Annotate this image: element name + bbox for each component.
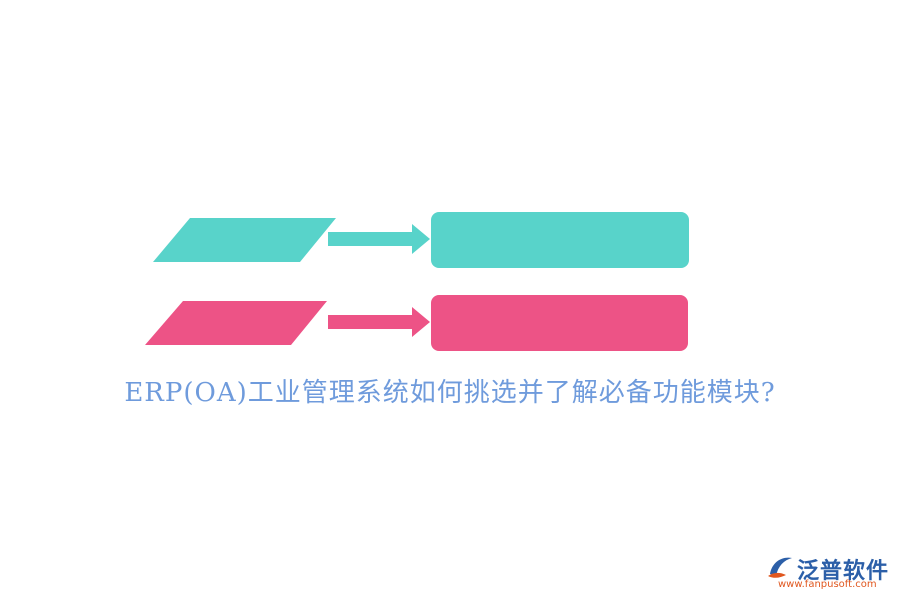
row-1-arrow bbox=[328, 224, 430, 254]
brand-url: www.fanpusoft.com bbox=[778, 579, 877, 590]
row-2-rounded-box bbox=[431, 295, 688, 351]
page-title: ERP(OA)工业管理系统如何挑选并了解必备功能模块? bbox=[124, 378, 776, 408]
fanpu-logo-icon bbox=[768, 557, 792, 578]
brand-name: 泛普软件 bbox=[797, 559, 890, 584]
row-2-arrow bbox=[328, 307, 430, 337]
brand-logo: 泛普软件 www.fanpusoft.com bbox=[766, 552, 892, 594]
row-1-parallelogram bbox=[153, 218, 336, 262]
row-2-parallelogram bbox=[145, 301, 327, 345]
row-1-rounded-box bbox=[431, 212, 689, 268]
